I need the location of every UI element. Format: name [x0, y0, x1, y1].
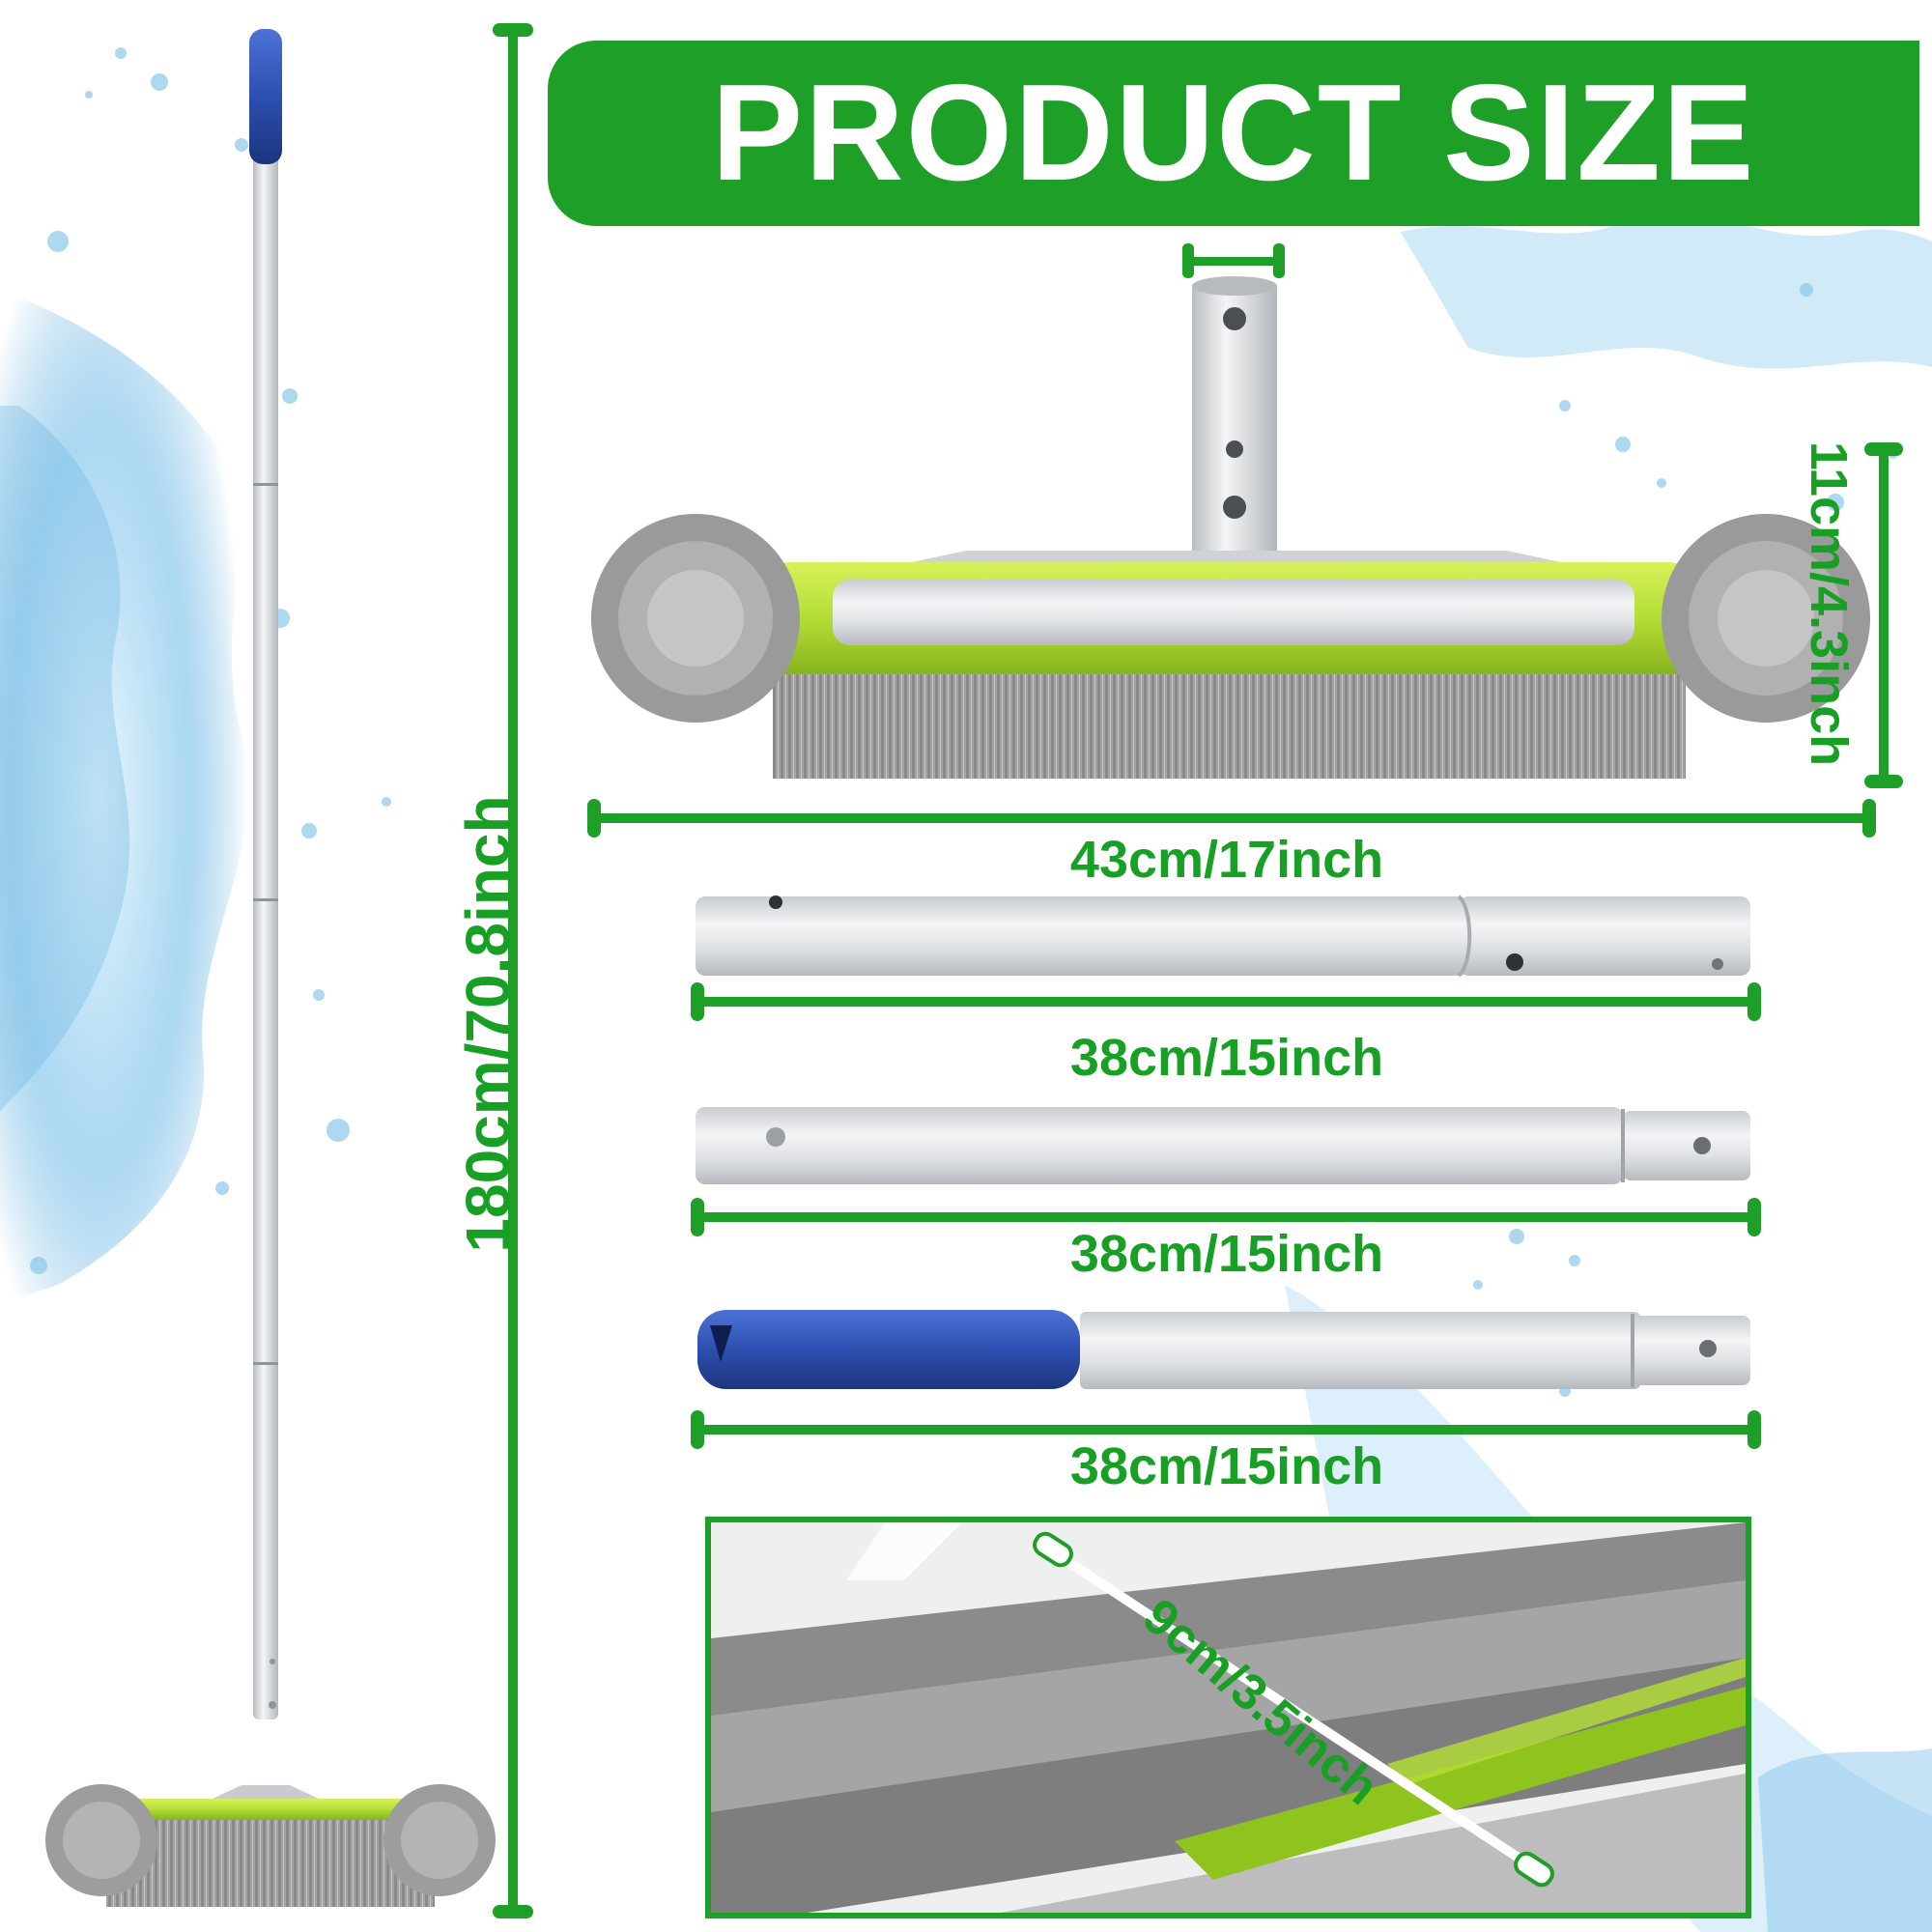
bristle-closeup-inset: [705, 1517, 1751, 1918]
brush-width-label: 43cm/17inch: [1069, 831, 1384, 889]
total-length-text: 180cm/70.8inch: [453, 795, 523, 1253]
title-banner: PRODUCT SIZE: [548, 41, 1919, 226]
pole-2-length-label: 38cm/15inch: [1069, 1225, 1384, 1283]
banner-title: PRODUCT SIZE: [711, 56, 1756, 210]
bristle-closeup-image: [711, 1522, 1746, 1913]
pole-3-length-label: 38cm/15inch: [1069, 1437, 1384, 1495]
brush-height-text: 11cm/4.3inch: [1800, 440, 1858, 767]
pole-1-length-label: 38cm/15inch: [1069, 1029, 1384, 1087]
